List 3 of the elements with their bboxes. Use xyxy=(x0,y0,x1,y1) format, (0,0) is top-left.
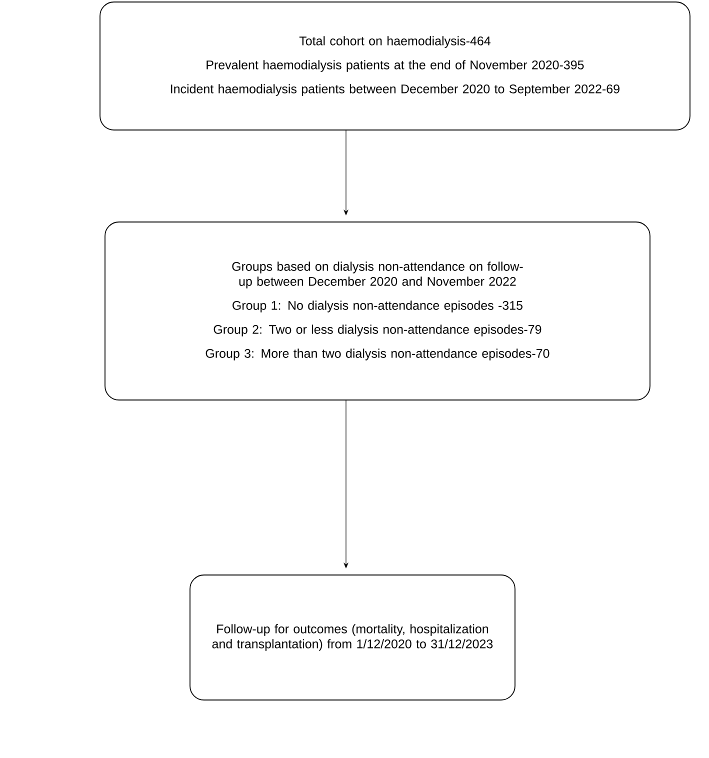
process-box: Follow-up for outcomes (mortality, hospitalization and transplantation) from 1/12/2020 to 31/12/2023 xyxy=(190,574,516,700)
process-box: Total cohort on haemodialysis-464 Prevalent haemodialysis patients at the end of November 2020-395 Incident haemodialysis patients between December 2020 to September 2022-69 xyxy=(100,2,690,130)
process-box: Groups based on dialysis non-attendance on follow-up between December 2020 and November 2022 Group 1: No dialysis non-attendance episodes -315 Group 2: Two or less dialysis non-attendance episodes-79 Group 3: More than two dialysis non-attendance episodes-70 xyxy=(104,222,650,400)
